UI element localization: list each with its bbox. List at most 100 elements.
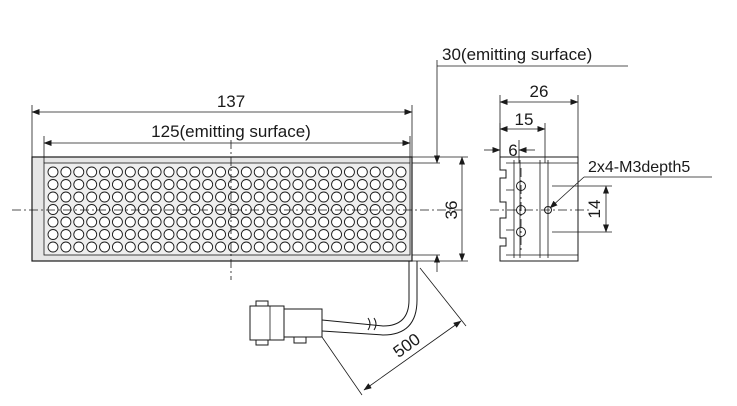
led <box>60 166 72 178</box>
led <box>202 166 214 178</box>
led <box>369 241 381 253</box>
led <box>279 204 291 215</box>
led <box>111 179 123 190</box>
led <box>47 191 59 203</box>
led <box>227 229 239 240</box>
led <box>369 216 381 228</box>
led <box>356 204 368 215</box>
led <box>331 204 343 215</box>
led <box>60 179 72 190</box>
hole-note: 2x4-M3depth5 <box>588 159 690 176</box>
led <box>189 191 201 203</box>
led <box>382 179 394 190</box>
led <box>150 191 162 203</box>
led <box>202 204 214 215</box>
led <box>305 166 317 178</box>
led <box>227 216 239 228</box>
led <box>356 229 368 240</box>
led <box>318 166 330 178</box>
led <box>111 204 123 215</box>
led <box>73 179 85 190</box>
dim-14: 14 <box>585 200 604 219</box>
led <box>47 229 59 240</box>
dim-30-emitting: 30(emitting surface) <box>442 45 592 64</box>
led <box>253 229 265 240</box>
led <box>305 204 317 215</box>
led <box>137 229 149 240</box>
led <box>266 191 278 203</box>
led <box>279 229 291 240</box>
led <box>343 191 355 203</box>
led <box>60 204 72 215</box>
dim-137: 137 <box>217 92 245 111</box>
led <box>163 179 175 190</box>
led <box>150 216 162 228</box>
led <box>253 191 265 203</box>
led <box>163 166 175 178</box>
led <box>150 241 162 253</box>
led <box>305 216 317 228</box>
led <box>292 166 304 178</box>
led <box>292 216 304 228</box>
led <box>163 229 175 240</box>
dim-line-500 <box>363 320 462 391</box>
led <box>124 179 136 190</box>
led <box>369 191 381 203</box>
led <box>86 179 98 190</box>
led <box>99 204 111 215</box>
led <box>176 229 188 240</box>
led <box>202 179 214 190</box>
led <box>189 179 201 190</box>
led <box>86 204 98 215</box>
led <box>215 229 227 240</box>
led <box>343 216 355 228</box>
led <box>176 241 188 253</box>
led <box>202 191 214 203</box>
led <box>343 241 355 253</box>
led <box>47 179 59 190</box>
led <box>356 191 368 203</box>
led <box>305 179 317 190</box>
led <box>318 229 330 240</box>
led <box>240 179 252 190</box>
led <box>86 191 98 203</box>
led <box>215 204 227 215</box>
led <box>202 229 214 240</box>
connector <box>249 300 323 346</box>
led <box>266 241 278 253</box>
led <box>137 216 149 228</box>
led <box>395 204 407 215</box>
led <box>343 229 355 240</box>
led <box>356 179 368 190</box>
led <box>292 241 304 253</box>
led <box>318 204 330 215</box>
led <box>356 166 368 178</box>
led <box>215 191 227 203</box>
led <box>382 191 394 203</box>
led <box>86 241 98 253</box>
led <box>124 191 136 203</box>
ext-line-500-b <box>419 267 467 327</box>
led <box>47 204 59 215</box>
led <box>227 191 239 203</box>
led <box>382 166 394 178</box>
ext-line-500-a <box>321 336 363 396</box>
led <box>266 204 278 215</box>
led <box>176 216 188 228</box>
led <box>356 216 368 228</box>
led <box>111 216 123 228</box>
led <box>240 191 252 203</box>
led <box>369 179 381 190</box>
led <box>60 191 72 203</box>
led <box>395 191 407 203</box>
led <box>99 179 111 190</box>
led <box>163 241 175 253</box>
led <box>73 204 85 215</box>
led <box>343 166 355 178</box>
led <box>189 204 201 215</box>
dim-36: 36 <box>442 201 461 220</box>
led <box>382 216 394 228</box>
dim-26: 26 <box>530 82 549 101</box>
led <box>215 216 227 228</box>
